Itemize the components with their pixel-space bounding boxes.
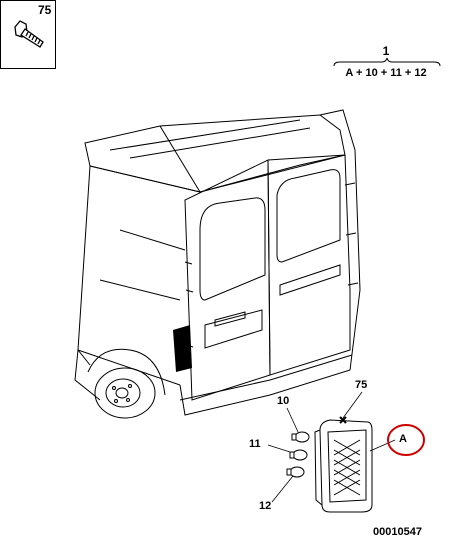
rear-lamp-on-van <box>173 325 192 372</box>
part-formula: 1 A + 10 + 11 + 12 <box>330 44 442 80</box>
callout-12: 12 <box>259 500 272 512</box>
bulb-11-icon <box>292 449 308 461</box>
highlight-circle <box>387 424 425 456</box>
formula-total: 1 <box>382 44 390 58</box>
bulb-10-icon <box>294 431 310 443</box>
callout-A: A <box>399 433 407 445</box>
callout-75: 75 <box>355 379 368 391</box>
formula-composition: A + 10 + 11 + 12 <box>345 67 427 79</box>
formula-brace <box>333 57 441 67</box>
screw-inset-box: 75 <box>0 0 56 69</box>
inset-part-number: 75 <box>38 3 52 17</box>
van-outline <box>74 109 361 419</box>
rear-lamp-unit <box>314 419 373 513</box>
bulbs <box>286 431 310 478</box>
screw-icon <box>14 20 44 48</box>
reference-number: 00010547 <box>373 526 422 538</box>
callout-10: 10 <box>277 395 290 407</box>
screw-position-marker <box>339 416 347 424</box>
leader-lines <box>267 391 396 503</box>
callout-11: 11 <box>249 438 261 450</box>
bulb-12-icon <box>289 466 305 478</box>
